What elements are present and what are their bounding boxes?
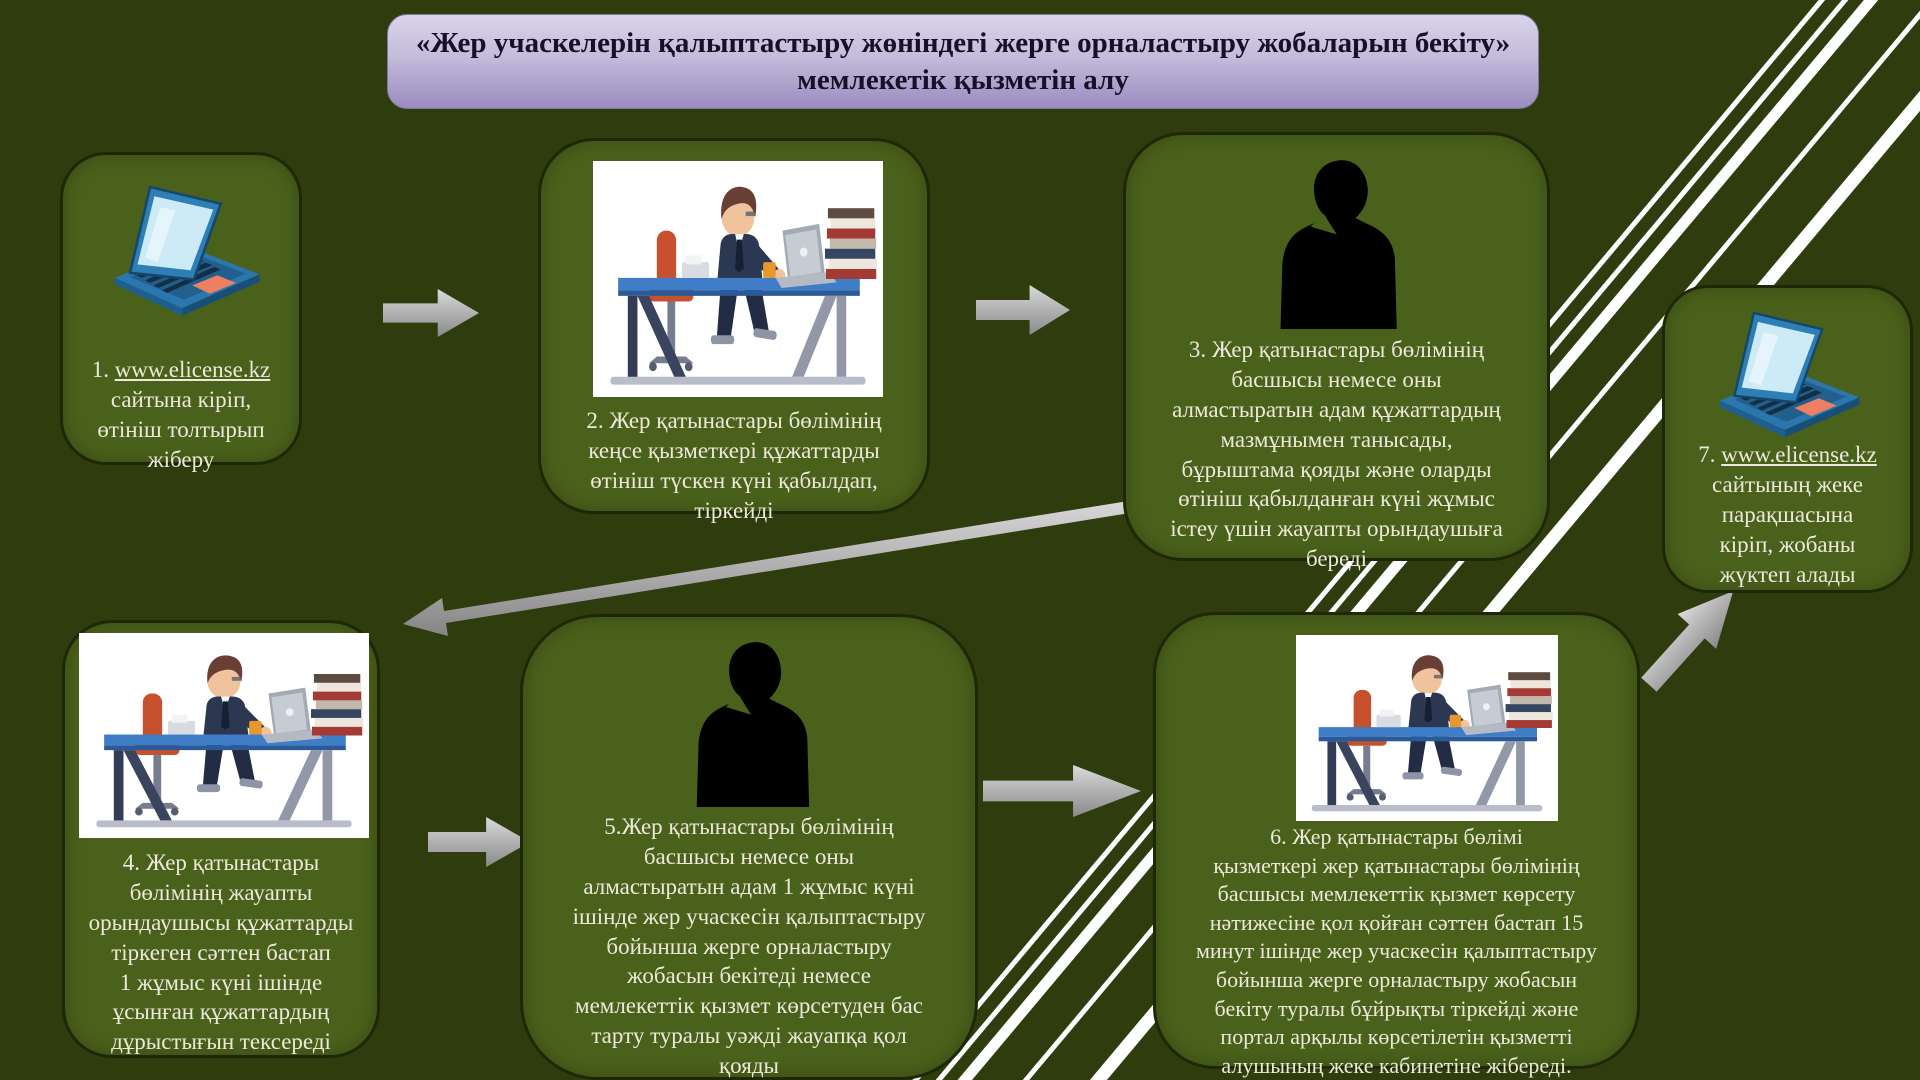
step-4-text: 4. Жер қатынастары бөлімінің жауапты оры… — [88, 850, 354, 1055]
office-worker-icon — [593, 161, 883, 397]
person-silhouette-icon — [675, 639, 820, 807]
arrow-step1-to-step2 — [383, 289, 479, 337]
step-7-text: 7. www.elicense.kz сайтының жеке парақша… — [1665, 440, 1910, 589]
arrow-step6-to-step7 — [1630, 574, 1753, 702]
step-2-text: 2. Жер қатынастары бөлімінің кеңсе қызме… — [586, 408, 882, 523]
step-5-text: 5.Жер қатынастары бөлімінің басшысы неме… — [572, 814, 926, 1079]
step-7-card: 7. www.elicense.kz сайтының жеке парақша… — [1662, 285, 1913, 593]
title-banner: «Жер учаскелерін қалыптастыру жөніндегі … — [387, 14, 1539, 109]
step-1-text: 1. www.elicense.kz сайтына кіріп, өтініш… — [63, 355, 299, 475]
step-6-text: 6. Жер қатынастары бөлімі қызметкері жер… — [1195, 824, 1598, 1078]
office-worker-icon — [79, 633, 369, 838]
arrow-step5-to-step6 — [983, 765, 1141, 817]
title-line-1: «Жер учаскелерін қалыптастыру жөніндегі … — [415, 27, 1511, 60]
step-number: 7. — [1698, 442, 1716, 467]
step-number: 1. — [91, 357, 109, 382]
step-5-card: 5.Жер қатынастары бөлімінің басшысы неме… — [520, 614, 978, 1080]
laptop-icon — [93, 170, 278, 320]
office-worker-icon — [1296, 635, 1558, 821]
step-1-card: 1. www.elicense.kz сайтына кіріп, өтініш… — [60, 152, 302, 470]
elicense-link[interactable]: www.elicense.kz — [1721, 442, 1877, 467]
arrow-step2-to-step3 — [976, 285, 1070, 335]
title-line-2: мемлекетік қызметін алу — [797, 63, 1129, 96]
step-1-caption: сайтына кіріп, өтініш толтырып жіберу — [97, 386, 265, 472]
person-silhouette-icon — [1258, 157, 1408, 329]
step-4-card: 4. Жер қатынастары бөлімінің жауапты оры… — [62, 620, 380, 1058]
step-7-caption: сайтының жеке парақшасына кіріп, жобаны … — [1712, 471, 1863, 587]
laptop-icon — [1698, 300, 1878, 438]
arrow-step4-to-step5 — [428, 817, 530, 867]
step-6-card: 6. Жер қатынастары бөлімі қызметкері жер… — [1153, 612, 1640, 1078]
step-3-card: 3. Жер қатынастары бөлімінің басшысы нем… — [1123, 132, 1550, 571]
arrow-step3-to-step4 — [403, 498, 1149, 636]
elicense-link[interactable]: www.elicense.kz — [114, 357, 271, 382]
step-2-card: 2. Жер қатынастары бөлімінің кеңсе қызме… — [538, 138, 930, 523]
step-3-text: 3. Жер қатынастары бөлімінің басшысы нем… — [1170, 337, 1503, 572]
